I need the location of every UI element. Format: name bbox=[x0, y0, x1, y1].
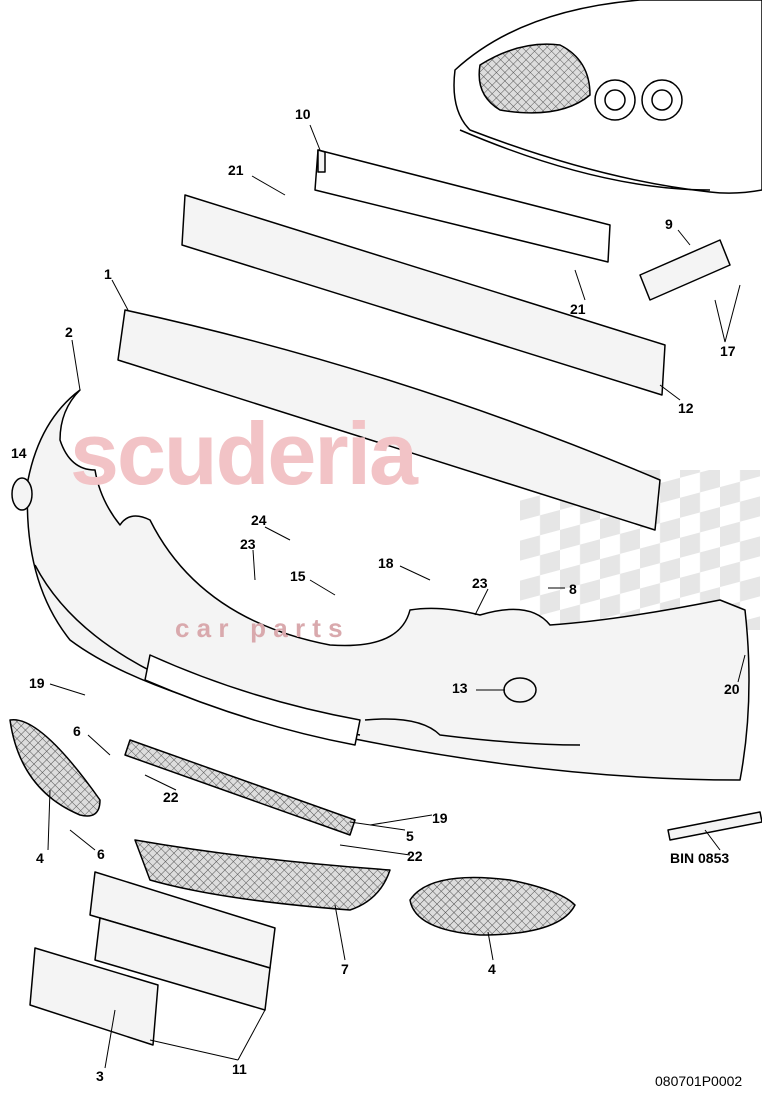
callout-9: 9 bbox=[665, 216, 673, 232]
part-14-cap bbox=[11, 477, 33, 511]
drawing-code: 080701P0002 bbox=[655, 1073, 743, 1089]
callout-6: 6 bbox=[73, 723, 81, 739]
callout-17: 17 bbox=[720, 343, 736, 359]
part-7-grille-centre bbox=[134, 839, 391, 911]
callout-23: 23 bbox=[472, 575, 488, 591]
part-10-bracket bbox=[314, 149, 611, 263]
callout-3: 3 bbox=[96, 1068, 104, 1084]
part-9-guide bbox=[639, 239, 731, 301]
callout-19: 19 bbox=[29, 675, 45, 691]
leader-lines bbox=[47, 124, 746, 1069]
part-13-cap bbox=[503, 677, 537, 703]
callout-2: 2 bbox=[65, 324, 73, 340]
part-5-grille-strip bbox=[124, 739, 356, 836]
part-4-grille-right bbox=[409, 876, 576, 936]
callout-23: 23 bbox=[240, 536, 256, 552]
callout-10: 10 bbox=[295, 106, 311, 122]
callout-12: 12 bbox=[678, 400, 694, 416]
callout-19: 19 bbox=[432, 810, 448, 826]
part-1-carrier bbox=[117, 309, 661, 531]
callout-11: 11 bbox=[232, 1061, 247, 1077]
callout-13: 13 bbox=[452, 680, 468, 696]
callout-6: 6 bbox=[97, 846, 105, 862]
part-bin-0853-trim bbox=[667, 811, 762, 841]
callout-4: 4 bbox=[488, 961, 496, 977]
car-front-view bbox=[453, 0, 762, 194]
part-12-impact-absorber bbox=[181, 194, 666, 396]
part-3-plate bbox=[29, 947, 159, 1046]
watermark-subtitle: c a r p a r t s bbox=[175, 613, 343, 643]
callout-18: 18 bbox=[378, 555, 394, 571]
callout-7: 7 bbox=[341, 961, 349, 977]
callout-24: 24 bbox=[251, 512, 267, 528]
part-4-grille-left bbox=[9, 719, 101, 817]
callout-8: 8 bbox=[569, 581, 577, 597]
callout-14: 14 bbox=[11, 445, 27, 461]
callout-bin-0853: BIN 0853 bbox=[670, 850, 730, 866]
callout-21: 21 bbox=[228, 162, 244, 178]
callout-4: 4 bbox=[36, 850, 44, 866]
callout-22: 22 bbox=[407, 848, 423, 864]
callout-22: 22 bbox=[163, 789, 179, 805]
callout-5: 5 bbox=[406, 828, 414, 844]
callout-20: 20 bbox=[724, 681, 740, 697]
callout-1: 1 bbox=[104, 266, 112, 282]
callout-15: 15 bbox=[290, 568, 306, 584]
watermark-logo: scuderia bbox=[70, 404, 418, 503]
callout-21: 21 bbox=[570, 301, 586, 317]
